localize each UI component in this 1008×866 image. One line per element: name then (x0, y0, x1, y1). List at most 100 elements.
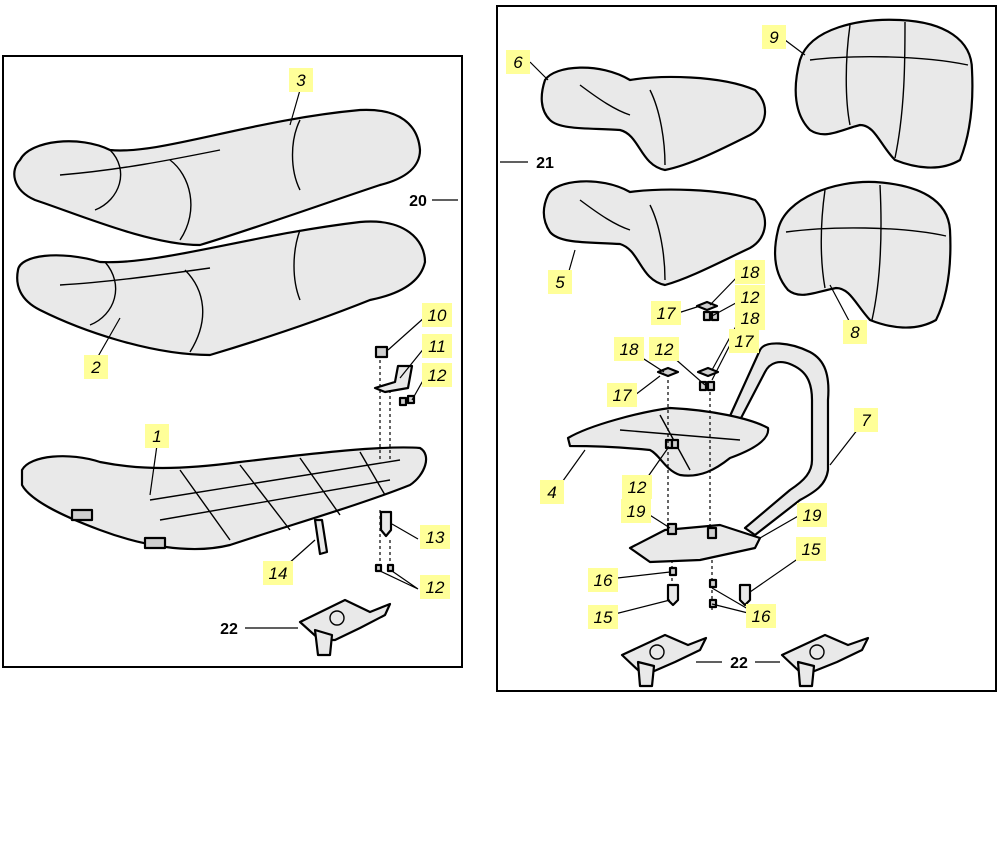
callout-highlight (622, 475, 652, 499)
hinge-bracket-left (298, 598, 392, 657)
callout-number: 17 (735, 332, 754, 351)
assembly-number-20: 20 (409, 193, 427, 210)
callout-13: 13 (420, 525, 450, 549)
callout-number: 15 (594, 608, 613, 627)
callout-highlight (422, 334, 452, 358)
callout-16: 16 (588, 568, 618, 592)
callout-4: 4 (540, 480, 564, 504)
callout-highlight (263, 561, 293, 585)
callout-number: 5 (555, 273, 565, 292)
callout-highlight (843, 320, 867, 344)
callout-number: 12 (428, 366, 447, 385)
callout-highlight (762, 25, 786, 49)
callout-highlight (797, 503, 827, 527)
callout-14: 14 (263, 561, 293, 585)
callout-12: 12 (622, 475, 652, 499)
assembly-number-22: 22 (220, 621, 238, 638)
callout-2: 2 (84, 355, 108, 379)
backrest-cover-part-9 (794, 18, 974, 169)
callout-highlight (614, 337, 644, 361)
callout-highlight (588, 568, 618, 592)
callout-number: 18 (620, 340, 639, 359)
callout-number: 10 (428, 306, 447, 325)
seat-cover-part-3 (13, 108, 422, 247)
callout-highlight (651, 301, 681, 325)
callout-12: 12 (649, 337, 679, 361)
callout-number: 7 (861, 411, 871, 430)
callout-8: 8 (843, 320, 867, 344)
callout-highlight (621, 499, 651, 523)
callout-12: 12 (422, 363, 452, 387)
callout-5: 5 (548, 270, 572, 294)
callout-highlight (422, 363, 452, 387)
callout-highlight (607, 383, 637, 407)
callout-number: 4 (547, 483, 556, 502)
callout-number: 18 (741, 309, 760, 328)
callout-number: 9 (769, 28, 779, 47)
callout-15: 15 (588, 605, 618, 629)
callout-number: 6 (513, 53, 523, 72)
callout-number: 14 (269, 564, 288, 583)
driver-seat-foam-part-5 (542, 180, 767, 287)
assembly-number-22: 22 (730, 655, 748, 672)
callout-highlight (796, 537, 826, 561)
callout-number: 2 (90, 358, 101, 377)
lower-bracket-part-19 (628, 522, 762, 564)
callout-16: 16 (746, 604, 776, 628)
callout-highlight (289, 68, 313, 92)
callout-10: 10 (422, 303, 452, 327)
callout-highlight (735, 285, 765, 309)
callout-18: 18 (614, 337, 644, 361)
callout-highlight (548, 270, 572, 294)
callout-11: 11 (422, 334, 452, 358)
driver-seat-cover-part-6 (540, 66, 766, 172)
callout-highlight (145, 424, 169, 448)
callout-number: 12 (426, 578, 445, 597)
grab-rail-part-7 (728, 342, 830, 537)
callout-number: 18 (741, 263, 760, 282)
seat-base-part-1 (20, 446, 428, 551)
callout-number: 12 (741, 288, 760, 307)
callout-number: 3 (296, 71, 306, 90)
callout-number: 19 (803, 506, 822, 525)
callout-12: 12 (735, 285, 765, 309)
callout-number: 16 (594, 571, 613, 590)
callout-highlight (588, 605, 618, 629)
callout-17: 17 (607, 383, 637, 407)
callout-number: 17 (613, 386, 632, 405)
callout-highlight (854, 408, 878, 432)
callout-highlight (84, 355, 108, 379)
callout-number: 12 (628, 478, 647, 497)
callout-12: 12 (420, 575, 450, 599)
callout-number: 19 (627, 502, 646, 521)
callout-number: 13 (426, 528, 445, 547)
callout-15: 15 (796, 537, 826, 561)
callout-19: 19 (621, 499, 651, 523)
callout-highlight (735, 306, 765, 330)
callout-17: 17 (729, 329, 759, 353)
callout-1: 1 (145, 424, 169, 448)
backrest-foam-part-8 (773, 180, 952, 329)
right-panel-border (496, 5, 997, 692)
rod-part-14 (313, 518, 329, 556)
hinge-bracket-right-2 (780, 633, 870, 688)
left-panel-border (2, 55, 463, 668)
callout-highlight (420, 575, 450, 599)
callout-3: 3 (289, 68, 313, 92)
callout-6: 6 (506, 50, 530, 74)
callout-number: 1 (152, 427, 161, 446)
callout-highlight (649, 337, 679, 361)
callout-number: 16 (752, 607, 771, 626)
seat-foam-part-2 (16, 220, 427, 357)
hinge-bracket-right-1 (620, 633, 708, 688)
callout-17: 17 (651, 301, 681, 325)
callout-7: 7 (854, 408, 878, 432)
bracket-hardware-left (373, 345, 416, 573)
callout-highlight (506, 50, 530, 74)
callout-18: 18 (735, 260, 765, 284)
callout-highlight (540, 480, 564, 504)
callout-highlight (735, 260, 765, 284)
bracket-hardware-right (656, 300, 752, 610)
callout-highlight (729, 329, 759, 353)
